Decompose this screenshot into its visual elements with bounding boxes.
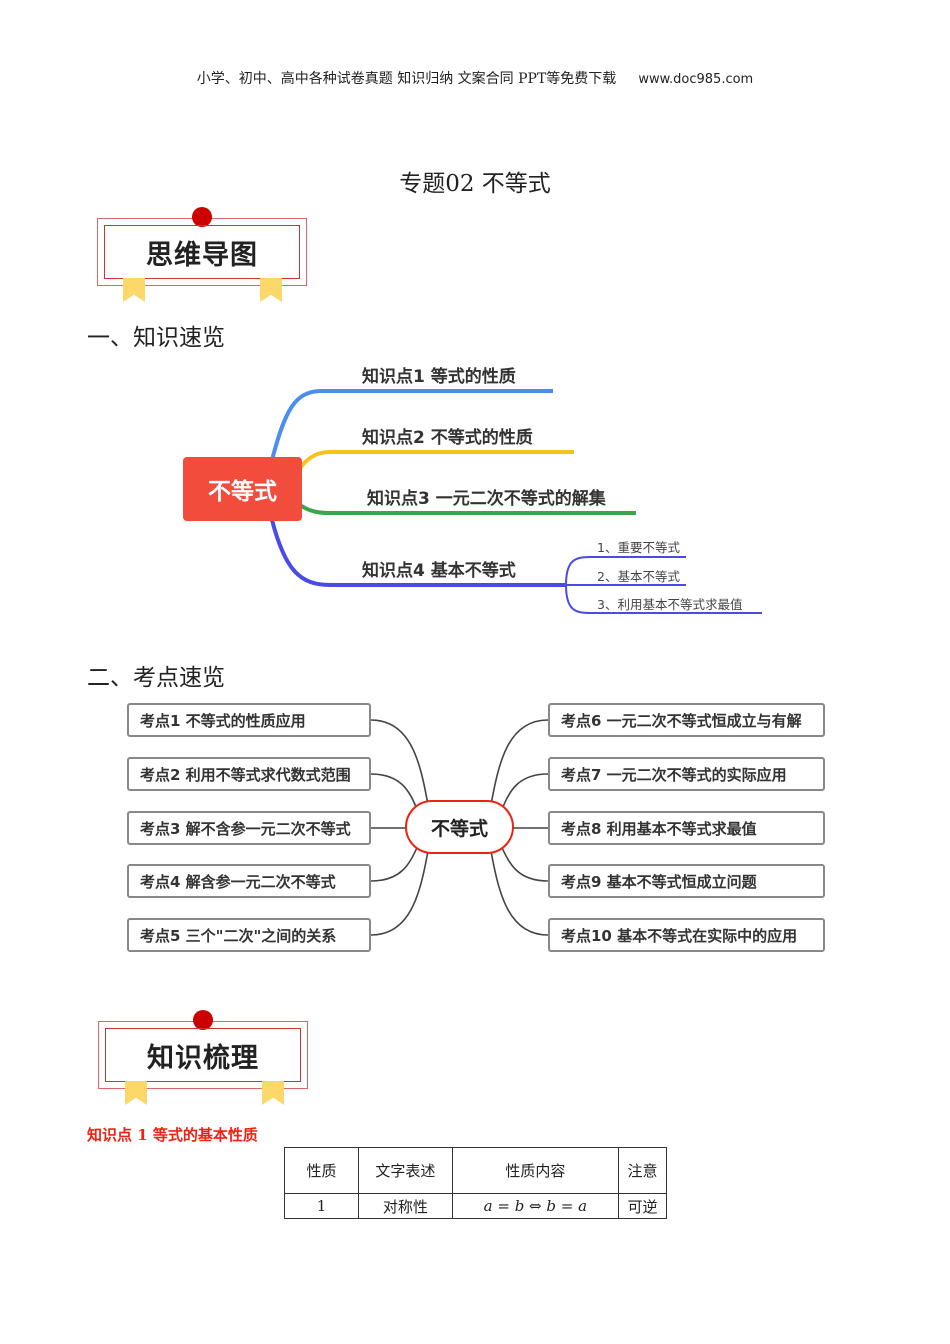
sub-branch-lines bbox=[565, 556, 762, 614]
mindmap-badge: 思维导图 bbox=[97, 207, 307, 302]
knowledge-point-heading: 知识点 1 等式的基本性质 bbox=[87, 1126, 258, 1144]
page-title: 专题02 不等式 bbox=[399, 171, 551, 197]
branch-line-1 bbox=[270, 389, 553, 461]
exam-point-3: 考点3 解不含参一元二次不等式 bbox=[127, 811, 371, 845]
mindmap1-lines bbox=[270, 389, 762, 614]
header-cell: 性质内容 bbox=[451, 1147, 620, 1194]
knowledge-badge: 知识梳理 bbox=[98, 1010, 308, 1105]
badge-dot bbox=[192, 207, 212, 227]
header-text: 小学、初中、高中各种试卷真题 知识归纳 文案合同 PPT等免费下载 bbox=[196, 71, 617, 87]
table-cell: 可逆 bbox=[618, 1193, 667, 1219]
header-cell: 性质 bbox=[283, 1147, 360, 1194]
table-header-row: 性质 文字表述 性质内容 注意 bbox=[283, 1147, 667, 1194]
branch-line-2 bbox=[298, 450, 574, 470]
badge-label: 知识梳理 bbox=[105, 1028, 301, 1082]
exam-point-10: 考点10 基本不等式在实际中的应用 bbox=[548, 918, 825, 952]
header-cell: 注意 bbox=[618, 1147, 667, 1194]
ribbon-icon bbox=[262, 1081, 284, 1105]
exam-point-2: 考点2 利用不等式求代数式范围 bbox=[127, 757, 371, 791]
branch-label-3: 知识点3 一元二次不等式的解集 bbox=[367, 489, 606, 509]
table-cell: 对称性 bbox=[358, 1193, 453, 1219]
exam-point-7: 考点7 一元二次不等式的实际应用 bbox=[548, 757, 825, 791]
section-heading-1: 一、知识速览 bbox=[87, 325, 225, 351]
exam-point-1: 考点1 不等式的性质应用 bbox=[127, 703, 371, 737]
sub-item-2: 2、基本不等式 bbox=[597, 569, 680, 584]
badge-label: 思维导图 bbox=[104, 225, 300, 279]
table-cell: a = b ⇔ b = a bbox=[451, 1193, 620, 1219]
section-heading-2: 二、考点速览 bbox=[87, 665, 225, 691]
sub-item-1: 1、重要不等式 bbox=[597, 540, 680, 555]
exam-point-4: 考点4 解含参一元二次不等式 bbox=[127, 864, 371, 898]
table-row: 1 对称性 a = b ⇔ b = a 可逆 bbox=[283, 1193, 667, 1219]
exam-point-8: 考点8 利用基本不等式求最值 bbox=[548, 811, 825, 845]
branch-label-4: 知识点4 基本不等式 bbox=[362, 561, 516, 581]
header-url[interactable]: www.doc985.com bbox=[638, 72, 754, 87]
exam-point-6: 考点6 一元二次不等式恒成立与有解 bbox=[548, 703, 825, 737]
branch-label-2: 知识点2 不等式的性质 bbox=[362, 428, 533, 448]
ribbon-icon bbox=[125, 1081, 147, 1105]
ribbon-icon bbox=[123, 278, 145, 302]
properties-table: 性质 文字表述 性质内容 注意 1 对称性 a = b ⇔ b = a 可逆 bbox=[283, 1147, 667, 1219]
exam-point-5: 考点5 三个"二次"之间的关系 bbox=[127, 918, 371, 952]
branch-label-1: 知识点1 等式的性质 bbox=[362, 367, 516, 387]
sub-item-3: 3、利用基本不等式求最值 bbox=[597, 597, 743, 612]
mindmap2-center: 不等式 bbox=[405, 800, 514, 854]
badge-dot bbox=[193, 1010, 213, 1030]
page-header: 小学、初中、高中各种试卷真题 知识归纳 文案合同 PPT等免费下载 www.doc… bbox=[0, 68, 950, 88]
branch-line-4 bbox=[270, 519, 566, 587]
table-cell: 1 bbox=[283, 1193, 360, 1219]
header-cell: 文字表述 bbox=[358, 1147, 453, 1194]
ribbon-icon bbox=[260, 278, 282, 302]
branch-line-3 bbox=[298, 503, 636, 515]
exam-point-9: 考点9 基本不等式恒成立问题 bbox=[548, 864, 825, 898]
mindmap1-center: 不等式 bbox=[183, 457, 302, 521]
